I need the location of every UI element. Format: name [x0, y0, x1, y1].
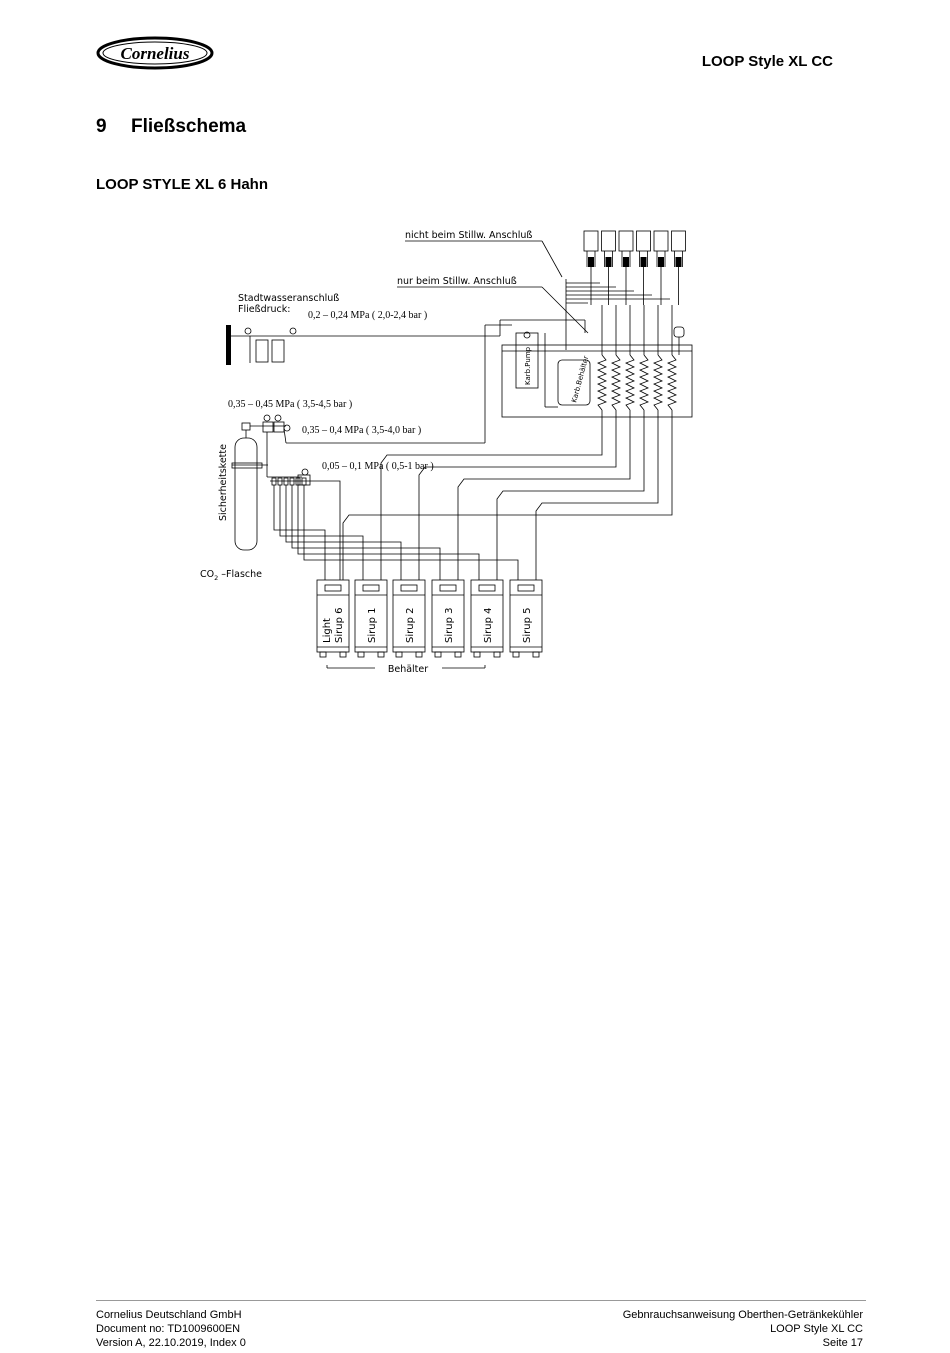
label-carb-pump: Karb.Pump	[524, 346, 532, 385]
tank-2: Sirup 1	[354, 579, 388, 658]
footer-company: Cornelius Deutschland GmbH	[96, 1309, 242, 1321]
tank-label-line1: Light	[322, 618, 333, 643]
tank-3: Sirup 2	[392, 579, 426, 658]
tank-label: Sirup 4	[483, 608, 494, 643]
document-title: LOOP Style XL CC	[701, 53, 833, 70]
tank-label: Sirup 1	[367, 608, 378, 643]
tank-label: Sirup 2	[405, 608, 416, 643]
syrup-lines	[273, 410, 673, 580]
tap-5	[653, 230, 669, 305]
tap-2	[601, 230, 616, 305]
logo-text: Cornelius	[121, 44, 190, 63]
label-co2-bottle: CO2 –Flasche	[200, 569, 262, 582]
section-number: 9	[96, 116, 107, 137]
label-pressure-co2-main: 0,35 – 0,45 MPa ( 3,5-4,5 bar )	[228, 399, 352, 410]
tap-row	[583, 230, 686, 305]
cooling-coils	[597, 305, 677, 411]
coil-5	[653, 354, 663, 411]
footer-right: Gebnrauchsanweisung Oberthen-Getränkeküh…	[623, 1308, 863, 1350]
footer-doc-no: Document no: TD1009600EN	[96, 1323, 241, 1335]
tank-6: Sirup 5	[509, 579, 543, 658]
cornelius-logo: Cornelius	[96, 36, 214, 70]
tap-1	[583, 230, 599, 305]
tank-4: Sirup 3	[431, 579, 465, 658]
label-pressure-carb: 0,35 – 0,4 MPa ( 3,5-4,0 bar )	[302, 425, 421, 436]
coil-3	[625, 354, 635, 411]
section-title: Fließschema	[131, 116, 247, 137]
label-safety-chain: Sicherheitskette	[218, 444, 229, 521]
tap-4	[636, 230, 651, 305]
label-flow-pressure: Fließdruck:	[238, 304, 290, 315]
tank-5: Sirup 4	[470, 579, 504, 658]
coil-2	[611, 354, 621, 411]
footer-manual: Gebnrauchsanweisung Oberthen-Getränkeküh…	[622, 1309, 863, 1321]
tap-3	[618, 230, 634, 305]
tap-manifold	[565, 279, 670, 350]
label-pressure-syrup: 0,05 – 0,1 MPa ( 0,5-1 bar )	[322, 461, 434, 472]
label-containers: Behälter	[388, 664, 428, 675]
coil-4	[639, 354, 649, 411]
label-carb-tank: Karb.Behälter	[570, 355, 590, 404]
diagram-subtitle: LOOP STYLE XL 6 Hahn	[96, 176, 268, 193]
label-pressure-water: 0,2 – 0,24 MPa ( 2,0-2,4 bar )	[308, 310, 427, 321]
footer-version: Version A, 22.10.2019, Index 0	[96, 1337, 246, 1349]
footer-left: Cornelius Deutschland GmbH Document no: …	[96, 1308, 246, 1350]
label-city-water: Stadtwasseranschluß	[238, 293, 339, 304]
tank-label: Sirup 5	[522, 608, 533, 643]
label-only-still: nur beim Stillw. Anschluß	[397, 276, 517, 287]
tap-6	[671, 230, 686, 305]
tank-label-line2: Sirup 6	[334, 608, 345, 643]
footer-divider	[96, 1300, 866, 1301]
label-not-still: nicht beim Stillw. Anschluß	[405, 230, 532, 241]
coil-1	[597, 354, 607, 411]
flow-diagram: nicht beim Stillw. Anschluß nur beim Sti…	[200, 230, 693, 675]
coil-6	[667, 354, 677, 411]
tank-label: Sirup 3	[444, 608, 455, 643]
footer-page: Seite 17	[822, 1337, 863, 1349]
footer-product: LOOP Style XL CC	[770, 1323, 863, 1335]
